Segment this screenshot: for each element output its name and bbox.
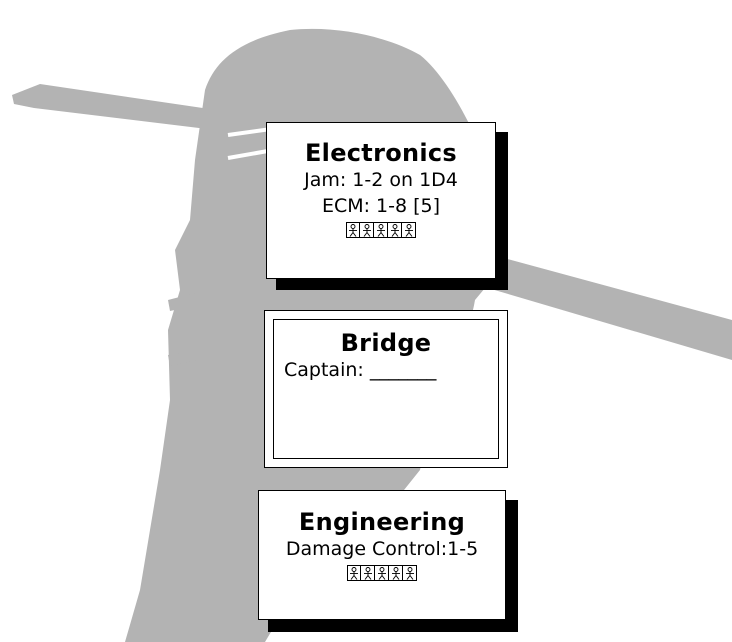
crew-icon: [377, 566, 386, 580]
crew-box: [346, 222, 360, 238]
engineering-title: Engineering: [298, 508, 466, 536]
crew-box: [375, 565, 389, 581]
damage-control-value: Damage Control:1-5: [285, 538, 479, 560]
bridge-card: Bridge Captain: _______: [264, 310, 508, 468]
crew-icon: [363, 566, 372, 580]
electronics-card: Electronics Jam: 1-2 on 1D4 ECM: 1-8 [5]: [266, 122, 496, 279]
crew-icon: [376, 223, 385, 237]
crew-icon: [349, 223, 357, 237]
crew-box: [403, 565, 417, 581]
engineering-card: Engineering Damage Control:1-5: [258, 490, 506, 620]
crew-box: [360, 222, 374, 238]
ecm-value: ECM: 1-8 [5]: [321, 195, 441, 217]
crew-icon: [362, 223, 371, 237]
jam-value: Jam: 1-2 on 1D4: [304, 169, 458, 191]
crew-box: [374, 222, 388, 238]
electronics-crew-boxes: [267, 222, 495, 238]
crew-box: [388, 222, 402, 238]
electronics-title: Electronics: [304, 139, 458, 167]
bridge-inner-frame: Bridge Captain: _______: [273, 319, 499, 459]
crew-box: [389, 565, 403, 581]
crew-icon: [350, 566, 358, 580]
crew-box: [347, 565, 361, 581]
crew-box: [402, 222, 416, 238]
crew-box: [361, 565, 375, 581]
crew-icon: [404, 223, 413, 237]
bridge-title: Bridge: [340, 329, 432, 357]
captain-field: Captain: _______: [284, 359, 437, 381]
engineering-crew-boxes: [259, 565, 505, 581]
crew-icon: [390, 223, 399, 237]
crew-icon: [405, 566, 414, 580]
crew-icon: [391, 566, 400, 580]
